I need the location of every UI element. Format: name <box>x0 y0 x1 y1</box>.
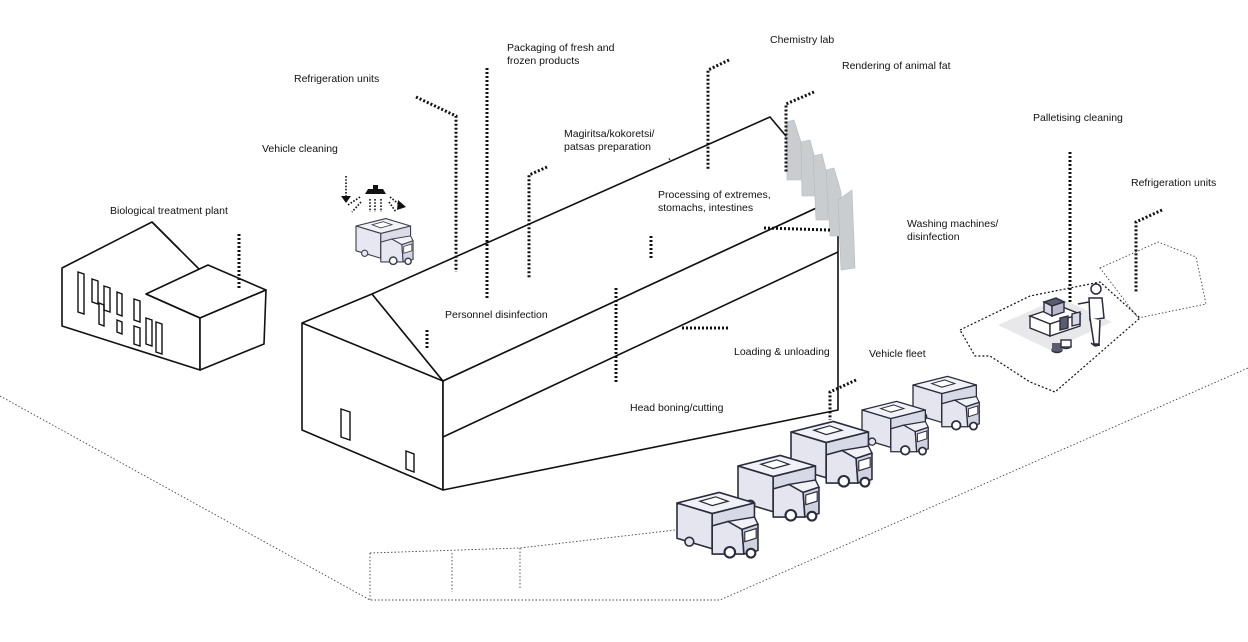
label-washing-machines: Washing machines/ disinfection <box>907 218 999 243</box>
chimney-icon <box>785 119 856 271</box>
building-doors <box>340 408 415 474</box>
plant-windows <box>77 271 163 355</box>
label-biological-treatment-plant: Biological treatment plant <box>110 205 228 217</box>
truck-icon <box>861 400 930 456</box>
label-rendering: Rendering of animal fat <box>842 60 951 72</box>
shower-icon <box>341 176 406 213</box>
main-building <box>301 116 839 491</box>
label-processing: Processing of extremes, stomachs, intest… <box>658 189 771 214</box>
pallet-icon <box>1027 297 1083 354</box>
label-loading-unloading: Loading & unloading <box>734 346 830 358</box>
label-vehicle-cleaning: Vehicle cleaning <box>262 143 338 155</box>
leader-lines <box>237 58 1163 420</box>
truck-icon <box>675 491 760 559</box>
label-magiritsa: Magiritsa/kokoretsi/ patsas preparation <box>564 128 655 153</box>
label-refrigeration-units-right: Refrigeration units <box>1131 177 1217 189</box>
worker-icon <box>1077 283 1105 347</box>
truck-icon <box>355 217 414 266</box>
label-personnel-disinfection: Personnel disinfection <box>445 309 548 321</box>
site-boundary <box>0 241 1248 601</box>
label-chemistry-lab: Chemistry lab <box>770 34 835 46</box>
palletising-area <box>959 281 1141 393</box>
label-head-boning: Head boning/cutting <box>630 402 724 414</box>
label-vehicle-fleet: Vehicle fleet <box>869 348 926 360</box>
biological-treatment-plant <box>61 221 267 371</box>
label-refrigeration-units-left: Refrigeration units <box>294 73 380 85</box>
label-palletising-cleaning: Palletising cleaning <box>1033 112 1123 124</box>
label-packaging: Packaging of fresh and frozen products <box>507 42 615 67</box>
